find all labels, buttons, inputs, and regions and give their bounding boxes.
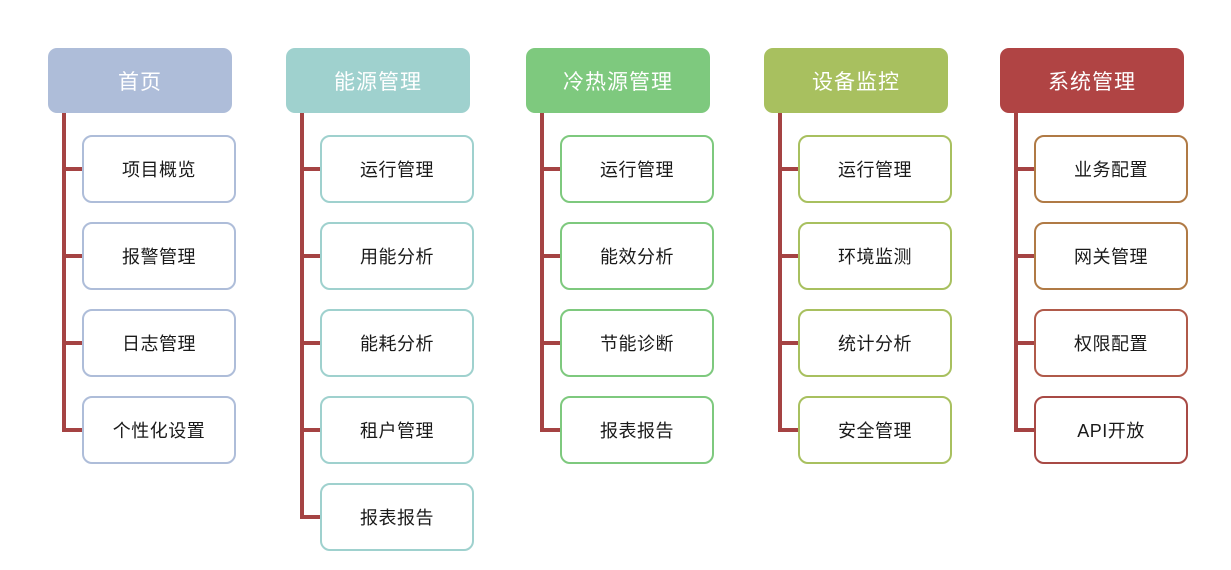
child-node-label: 权限配置 xyxy=(1074,334,1148,354)
child-node-label: 项目概览 xyxy=(122,160,196,180)
child-node-label: 网关管理 xyxy=(1074,247,1148,267)
connector-branch xyxy=(300,254,322,258)
connector-branch xyxy=(540,167,562,171)
child-node-label: 报表报告 xyxy=(360,508,434,528)
child-node-equipment-monitoring-3[interactable]: 安全管理 xyxy=(798,396,952,464)
root-node-label: 冷热源管理 xyxy=(563,70,673,94)
child-node-label: 能效分析 xyxy=(600,247,674,267)
child-node-energy-management-3[interactable]: 租户管理 xyxy=(320,396,474,464)
child-node-list: 项目概览报警管理日志管理个性化设置 xyxy=(82,135,236,483)
connector-trunk-home xyxy=(62,113,66,432)
child-node-label: 运行管理 xyxy=(838,160,912,180)
child-node-list: 运行管理用能分析能耗分析租户管理报表报告 xyxy=(320,135,474,570)
connector-branch xyxy=(540,341,562,345)
connector-branch xyxy=(540,254,562,258)
root-node-label: 设备监控 xyxy=(812,70,900,94)
connector-trunk-energy-management xyxy=(300,113,304,519)
child-node-label: 安全管理 xyxy=(838,421,912,441)
child-node-label: 运行管理 xyxy=(600,160,674,180)
child-node-energy-management-2[interactable]: 能耗分析 xyxy=(320,309,474,377)
child-node-system-management-3[interactable]: API开放 xyxy=(1034,396,1188,464)
connector-branch xyxy=(62,167,84,171)
connector-branch xyxy=(778,167,800,171)
root-node-cold-heat-source-management[interactable]: 冷热源管理 xyxy=(526,48,710,113)
child-node-home-2[interactable]: 日志管理 xyxy=(82,309,236,377)
child-node-label: 运行管理 xyxy=(360,160,434,180)
connector-branch xyxy=(300,167,322,171)
child-node-label: 租户管理 xyxy=(360,421,434,441)
connector-branch xyxy=(778,254,800,258)
child-node-energy-management-1[interactable]: 用能分析 xyxy=(320,222,474,290)
child-node-equipment-monitoring-0[interactable]: 运行管理 xyxy=(798,135,952,203)
child-node-list: 业务配置网关管理权限配置 API开放 xyxy=(1034,135,1188,483)
connector-branch xyxy=(300,515,322,519)
root-node-energy-management[interactable]: 能源管理 xyxy=(286,48,470,113)
child-node-system-management-1[interactable]: 网关管理 xyxy=(1034,222,1188,290)
child-node-label: 能耗分析 xyxy=(360,334,434,354)
diagram-column-cold-heat-source-management: 冷热源管理运行管理能效分析节能诊断报表报告 xyxy=(522,0,762,568)
diagram-column-home: 首页项目概览报警管理日志管理个性化设置 xyxy=(44,0,284,568)
child-node-label: 报警管理 xyxy=(122,247,196,267)
connector-branch xyxy=(540,428,562,432)
connector-branch xyxy=(62,428,84,432)
connector-trunk-equipment-monitoring xyxy=(778,113,782,432)
child-node-home-1[interactable]: 报警管理 xyxy=(82,222,236,290)
root-node-system-management[interactable]: 系统管理 xyxy=(1000,48,1184,113)
connector-trunk-system-management xyxy=(1014,113,1018,432)
child-node-system-management-2[interactable]: 权限配置 xyxy=(1034,309,1188,377)
child-node-cold-heat-source-management-0[interactable]: 运行管理 xyxy=(560,135,714,203)
child-node-equipment-monitoring-1[interactable]: 环境监测 xyxy=(798,222,952,290)
child-node-list: 运行管理环境监测统计分析安全管理 xyxy=(798,135,952,483)
child-node-home-0[interactable]: 项目概览 xyxy=(82,135,236,203)
child-node-label: 日志管理 xyxy=(122,334,196,354)
child-node-system-management-0[interactable]: 业务配置 xyxy=(1034,135,1188,203)
connector-branch xyxy=(300,428,322,432)
child-node-cold-heat-source-management-1[interactable]: 能效分析 xyxy=(560,222,714,290)
root-node-label: 能源管理 xyxy=(334,70,422,94)
child-node-energy-management-4[interactable]: 报表报告 xyxy=(320,483,474,551)
child-node-energy-management-0[interactable]: 运行管理 xyxy=(320,135,474,203)
connector-branch xyxy=(1014,428,1036,432)
child-node-label: 环境监测 xyxy=(838,247,912,267)
root-node-equipment-monitoring[interactable]: 设备监控 xyxy=(764,48,948,113)
connector-branch xyxy=(778,428,800,432)
child-node-label: 个性化设置 xyxy=(112,421,206,441)
diagram-column-system-management: 系统管理业务配置网关管理权限配置 API开放 xyxy=(996,0,1231,568)
child-node-label: 统计分析 xyxy=(838,334,912,354)
connector-branch xyxy=(1014,341,1036,345)
connector-branch xyxy=(62,254,84,258)
child-node-label: 节能诊断 xyxy=(600,334,674,354)
child-node-cold-heat-source-management-2[interactable]: 节能诊断 xyxy=(560,309,714,377)
connector-trunk-cold-heat-source-management xyxy=(540,113,544,432)
connector-branch xyxy=(1014,254,1036,258)
child-node-list: 运行管理能效分析节能诊断报表报告 xyxy=(560,135,714,483)
child-node-label: 报表报告 xyxy=(600,421,674,441)
root-node-label: 首页 xyxy=(118,70,162,94)
connector-branch xyxy=(62,341,84,345)
connector-branch xyxy=(778,341,800,345)
child-node-equipment-monitoring-2[interactable]: 统计分析 xyxy=(798,309,952,377)
child-node-cold-heat-source-management-3[interactable]: 报表报告 xyxy=(560,396,714,464)
connector-branch xyxy=(1014,167,1036,171)
child-node-label: 用能分析 xyxy=(360,247,434,267)
root-node-home[interactable]: 首页 xyxy=(48,48,232,113)
root-node-label: 系统管理 xyxy=(1048,70,1136,94)
diagram-column-energy-management: 能源管理运行管理用能分析能耗分析租户管理报表报告 xyxy=(282,0,522,568)
diagram-column-equipment-monitoring: 设备监控运行管理环境监测统计分析安全管理 xyxy=(760,0,1000,568)
child-node-label: 业务配置 xyxy=(1074,160,1148,180)
child-node-label: API开放 xyxy=(1077,421,1145,441)
child-node-home-3[interactable]: 个性化设置 xyxy=(82,396,236,464)
connector-branch xyxy=(300,341,322,345)
